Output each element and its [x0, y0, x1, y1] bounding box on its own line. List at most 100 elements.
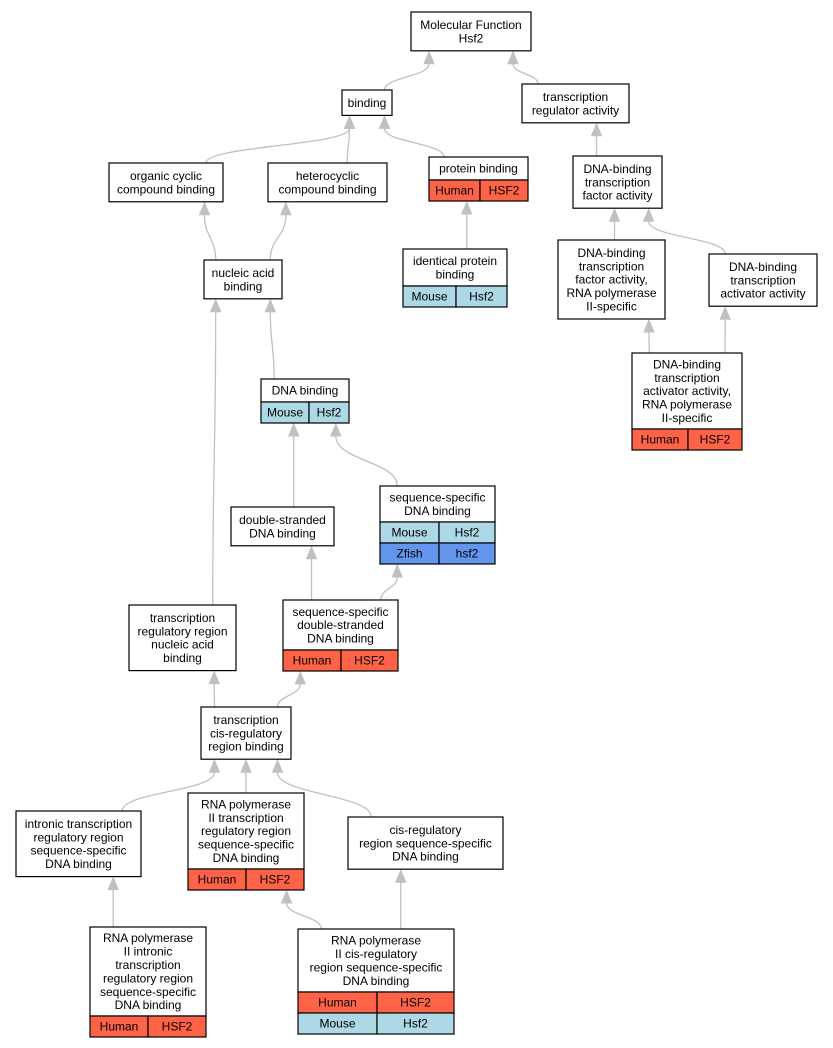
go-term-label-line: Molecular Function — [420, 18, 521, 32]
gene-cell[interactable]: HSF2 — [376, 991, 455, 1014]
go-term-label-line: nucleic acid — [212, 266, 275, 280]
go-term-label-line: II cis-regulatory — [335, 947, 417, 961]
go-term-label-line: DNA binding — [115, 998, 182, 1012]
species-cell[interactable]: Mouse — [260, 401, 310, 424]
edge-arrowhead — [461, 200, 473, 215]
gene-cell[interactable]: HSF2 — [687, 428, 743, 451]
species-label: Human — [318, 996, 357, 1010]
gene-cell[interactable]: Hsf2 — [376, 1012, 455, 1035]
gene-cell[interactable]: hsf2 — [438, 542, 496, 565]
edge-nab-to-hcb — [269, 201, 292, 261]
gene-label: Hsf2 — [317, 406, 342, 420]
edge-line — [276, 772, 372, 818]
species-label: Zfish — [396, 547, 422, 561]
species-cell[interactable]: Human — [282, 649, 342, 672]
species-label: Mouse — [267, 406, 303, 420]
go-term-label-line: protein binding — [439, 162, 518, 176]
species-cell[interactable]: Human — [428, 179, 481, 202]
annotation-cell-bg — [245, 868, 305, 891]
go-term-label-line: double-stranded — [239, 513, 326, 527]
go-term-box — [128, 604, 237, 672]
species-cell[interactable]: Human — [89, 1015, 149, 1038]
go-term-label-line: II intronic — [124, 945, 173, 959]
edge-rp2trr-to-tcrrb — [240, 758, 252, 794]
species-cell[interactable]: Zfish — [379, 542, 440, 565]
species-cell[interactable]: Mouse — [297, 1012, 378, 1035]
edge-line — [383, 63, 430, 91]
go-term-label-line: binding — [224, 279, 263, 293]
edge-arrowhead — [288, 422, 300, 437]
species-cell[interactable]: Human — [187, 868, 247, 891]
gene-cell[interactable]: Hsf2 — [308, 401, 350, 424]
go-term-label-line: RNA polymerase — [103, 931, 193, 945]
species-label: Human — [435, 184, 474, 198]
gene-label: HSF2 — [162, 1020, 193, 1034]
gene-cell[interactable]: Hsf2 — [455, 285, 508, 308]
species-cell[interactable]: Mouse — [379, 521, 440, 544]
go-term-label-line: compound binding — [117, 182, 215, 196]
edge-arrowhead — [395, 868, 407, 883]
edge-dbtaa-to-dbtfa — [642, 207, 726, 255]
gene-label: HSF2 — [260, 873, 291, 887]
edge-line — [285, 902, 323, 930]
edge-ssdsdb-to-ssdb — [380, 563, 403, 601]
gene-cell[interactable]: Hsf2 — [438, 521, 496, 544]
gene-label: Hsf2 — [455, 526, 480, 540]
gene-cell[interactable]: HSF2 — [245, 868, 305, 891]
go-term-label-line: transcription — [579, 259, 644, 273]
go-term-label-line: binding — [348, 96, 387, 110]
species-cell[interactable]: Mouse — [402, 285, 457, 308]
species-label: Mouse — [411, 290, 447, 304]
go-term-box — [89, 926, 207, 1017]
go-term-label-line: sequence-specific — [198, 838, 294, 852]
gene-cell[interactable]: HSF2 — [340, 649, 399, 672]
go-term-box — [347, 816, 504, 870]
go-term-box — [557, 239, 666, 320]
go-term-label-line: region binding — [208, 740, 283, 754]
gene-cell[interactable]: HSF2 — [147, 1015, 207, 1038]
edge-arrowhead — [107, 876, 119, 891]
go-term-box — [521, 83, 630, 124]
edge-arrowhead — [343, 115, 356, 129]
species-cell[interactable]: Human — [631, 428, 689, 451]
gene-label: HSF2 — [489, 184, 520, 198]
gene-cell[interactable]: HSF2 — [479, 179, 529, 202]
go-term-label-line: activator activity, — [643, 384, 731, 398]
go-term-label-line: activator activity — [720, 287, 805, 301]
species-cell[interactable]: Human — [297, 991, 378, 1014]
edge-nab-to-occb — [198, 201, 217, 261]
go-term-label-line: DNA-binding — [729, 260, 797, 274]
go-term-label-line: RNA polymerase — [201, 797, 291, 811]
edge-dnab-to-nab — [264, 298, 277, 380]
go-term-label-line: DNA-binding — [653, 357, 721, 371]
go-term-label-line: RNA polymerase — [566, 286, 656, 300]
go-term-label-line: binding — [436, 267, 475, 281]
edge-ipb-to-pb — [461, 200, 473, 249]
go-term-box — [572, 155, 663, 209]
gene-label: HSF2 — [354, 654, 385, 668]
go-term-node-binding[interactable]: binding — [341, 89, 393, 116]
edge-hcb-to-binding — [343, 115, 356, 164]
